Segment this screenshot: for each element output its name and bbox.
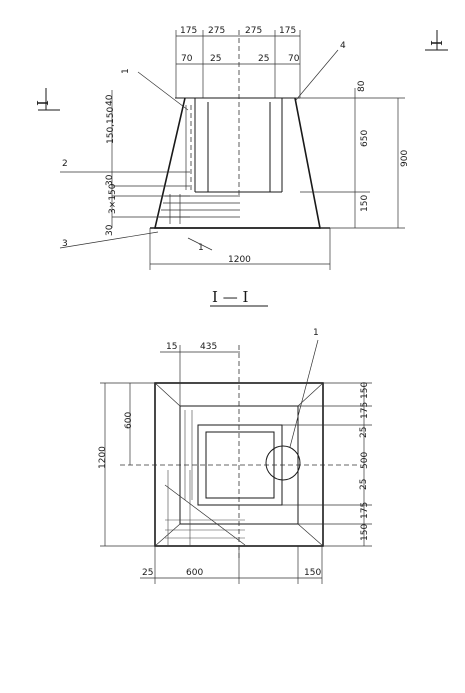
svg-text:I: I [34,100,52,106]
top-dim-4: 175 [279,26,296,36]
plan-bottom-dim-3: 150 [304,568,321,578]
plan-top-dim-2: 435 [200,342,217,352]
corner-diagonal [297,382,324,407]
callout-leader-a [187,237,213,251]
right-dim-4: 150 [360,195,370,212]
corner-diagonal [154,523,181,547]
callout-4: 4 [340,41,346,51]
plan-right-dim-2: 175 [360,402,370,419]
plan-right-dim-4: 500 [360,452,370,469]
sub-dim-3: 25 [258,54,269,64]
plan-callout: 1 [313,328,319,338]
detail-leader [289,339,319,448]
right-dim-2: 650 [360,130,370,147]
sub-dim-2: 25 [210,54,221,64]
section-marker-left: I [34,88,60,111]
callout-a: 1 [198,243,204,253]
callout-leader-1 [137,71,189,111]
plan-bottom-dim-2: 600 [186,568,203,578]
plan-left-dim-1: 600 [124,412,134,429]
plan-right-dim-7: 150 [360,524,370,541]
left-dim-2: 150,150 [106,107,116,144]
left-dim-5: 30 [105,224,115,236]
top-dim-3: 275 [245,26,262,36]
corner-diagonal [154,382,181,407]
corner-diagonal [297,523,324,547]
left-dim-3: 30 [105,174,115,186]
top-dim-2: 275 [208,26,225,36]
svg-text:I: I [428,40,446,46]
callout-3: 3 [62,239,68,249]
callout-leader-3 [59,231,159,249]
callout-2: 2 [62,159,68,169]
plan-right-dim-5: 25 [359,479,369,490]
plan-right-dim-1: 150 [360,382,370,399]
right-dim-3: 900 [400,150,410,167]
detail-circle [265,445,301,481]
left-dim-4: 3×150 [108,183,118,214]
plan-right-dim-3: 25 [359,427,369,438]
plan-title: I — I [212,288,248,306]
plan-bottom-dim-1: 25 [142,568,153,578]
section-marker-right: I [425,30,448,51]
elevation-view: 175 275 275 175 70 25 25 70 I I 1 2 3 4 [34,26,448,270]
left-dim-1: 40 [105,94,115,106]
bottom-dim: 1200 [228,255,251,265]
sub-dim-4: 70 [288,54,300,64]
sub-dim-1: 70 [181,54,193,64]
callout-1: 1 [121,68,131,74]
callout-leader-4 [295,49,339,101]
top-dim-1: 175 [180,26,197,36]
grid-diagonal [164,484,246,546]
plan-view: I — I 1 15 435 [98,288,372,584]
plan-left-dim-2: 1200 [98,446,108,469]
plan-right-dim-6: 175 [360,502,370,519]
plan-top-dim-1: 15 [166,342,177,352]
right-dim-1: 80 [357,80,367,92]
